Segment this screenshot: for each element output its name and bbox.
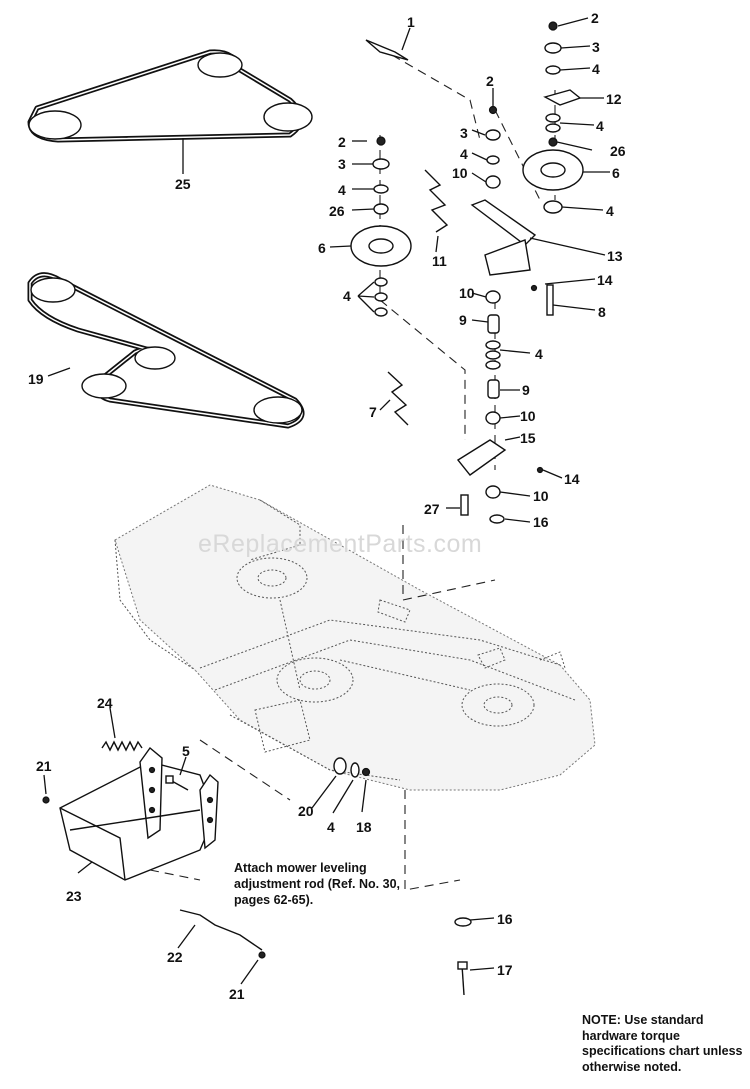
callout-3-center: 3 bbox=[460, 125, 468, 141]
leveling-rod-22-drawing bbox=[177, 909, 263, 951]
callout-7: 7 bbox=[369, 404, 377, 420]
callout-3-left: 3 bbox=[338, 156, 346, 172]
callout-26-right: 26 bbox=[610, 143, 626, 159]
callout-21-bottom: 21 bbox=[229, 986, 245, 1002]
callout-16-lower: 16 bbox=[497, 911, 513, 927]
callout-25: 25 bbox=[175, 176, 191, 192]
spring-24-drawing bbox=[101, 707, 143, 752]
callout-4-a: 4 bbox=[592, 61, 600, 77]
callout-10-a: 10 bbox=[452, 165, 468, 181]
callout-8: 8 bbox=[598, 304, 606, 320]
callout-9-lower: 9 bbox=[522, 382, 530, 398]
callout-14-lower: 14 bbox=[564, 471, 580, 487]
belt-19-drawing bbox=[27, 272, 305, 429]
callout-18: 18 bbox=[356, 819, 372, 835]
torque-specifications-note: NOTE: Use standard hardware torque speci… bbox=[582, 1013, 743, 1074]
watermark-text: eReplacementParts.com bbox=[198, 530, 483, 558]
callout-19: 19 bbox=[28, 371, 44, 387]
callout-16-upper: 16 bbox=[533, 514, 549, 530]
assembly-lines bbox=[149, 54, 556, 891]
callout-15: 15 bbox=[520, 430, 536, 446]
callout-4-d: 4 bbox=[338, 182, 346, 198]
callout-20: 20 bbox=[298, 803, 314, 819]
callout-12: 12 bbox=[606, 91, 622, 107]
callout-2-center: 2 bbox=[486, 73, 494, 89]
callout-10-d: 10 bbox=[533, 488, 549, 504]
callout-6-left: 6 bbox=[318, 240, 326, 256]
hitch-bracket-23-drawing bbox=[59, 746, 219, 881]
spacer-washer-nut-drawing bbox=[311, 757, 371, 814]
callout-26-left: 26 bbox=[329, 203, 345, 219]
callout-13: 13 bbox=[607, 248, 623, 264]
callout-10-c: 10 bbox=[520, 408, 536, 424]
lower-right-hardware bbox=[454, 917, 472, 996]
callout-4-g: 4 bbox=[535, 346, 543, 362]
callout-27: 27 bbox=[424, 501, 440, 517]
callout-10-b: 10 bbox=[459, 285, 475, 301]
callout-4-f: 4 bbox=[343, 288, 351, 304]
left-spindle-stack bbox=[350, 136, 412, 317]
callout-24: 24 bbox=[97, 695, 113, 711]
center-idler-stack bbox=[456, 105, 554, 524]
callout-4-e: 4 bbox=[606, 203, 614, 219]
callout-4-c: 4 bbox=[460, 146, 468, 162]
callout-3-top: 3 bbox=[592, 39, 600, 55]
callout-9-upper: 9 bbox=[459, 312, 467, 328]
callout-2-top: 2 bbox=[591, 10, 599, 26]
callout-21-left: 21 bbox=[36, 758, 52, 774]
callout-22: 22 bbox=[167, 949, 183, 965]
callout-labels: 1 2 2 2 3 3 3 4 4 4 4 4 4 4 4 5 6 6 7 8 … bbox=[28, 10, 626, 1002]
leader-lines bbox=[329, 17, 610, 971]
callout-14-upper: 14 bbox=[597, 272, 613, 288]
callout-4-h: 4 bbox=[327, 819, 335, 835]
callout-11: 11 bbox=[432, 253, 447, 269]
right-spindle-stack bbox=[522, 21, 584, 214]
callout-17: 17 bbox=[497, 962, 513, 978]
callout-23: 23 bbox=[66, 888, 82, 904]
bolt-5-drawing bbox=[165, 756, 189, 791]
callout-5: 5 bbox=[182, 743, 190, 759]
callout-4-b: 4 bbox=[596, 118, 604, 134]
mower-deck-drawing bbox=[114, 484, 596, 791]
callout-1: 1 bbox=[407, 14, 415, 30]
springs-and-cover bbox=[365, 27, 449, 426]
nut-21-drawing bbox=[42, 774, 266, 985]
callout-2-left: 2 bbox=[338, 134, 346, 150]
callout-6-right: 6 bbox=[612, 165, 620, 181]
attach-leveling-rod-note: Attach mower leveling adjustment rod (Re… bbox=[234, 861, 400, 907]
belt-25-drawing bbox=[27, 49, 313, 174]
